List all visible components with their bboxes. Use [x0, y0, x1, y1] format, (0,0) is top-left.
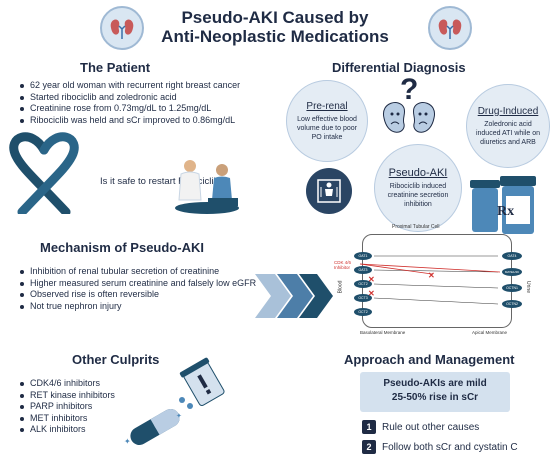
list-item: MET inhibitors: [20, 413, 180, 425]
patient-heading: The Patient: [80, 60, 151, 75]
kidney-logo-left: [100, 6, 144, 50]
transporter-oct2b: OCT2: [354, 308, 372, 316]
transporter-mate: MATE1/2K: [502, 268, 522, 276]
list-item: CDK4/6 inhibitors: [20, 378, 180, 390]
transporter-oat1: OAT1: [354, 252, 372, 260]
cell-label: Proximal Tubular Cell: [392, 224, 440, 230]
mild-aki-box: Pseudo-AKIs are mild 25-50% rise in sCr: [360, 372, 510, 412]
title-line-2: Anti-Neoplastic Medications: [161, 27, 389, 46]
capsule-pill-icon: ✦ ✦: [124, 409, 182, 446]
mild-aki-line1: Pseudo-AKIs are mild: [383, 378, 487, 389]
svg-text:✦: ✦: [176, 412, 182, 420]
step-1-text: Rule out other causes: [382, 421, 480, 433]
transport-arrows: ✕ ✕ ✕: [359, 255, 501, 305]
step-2-number: 2: [362, 440, 376, 454]
prerenal-title: Pre-renal: [306, 100, 348, 112]
transporter-diagram: Proximal Tubular Cell Blood Urine CDK 4/…: [332, 222, 544, 340]
chevron-arrows-icon: [255, 274, 333, 318]
step-1-number: 1: [362, 420, 376, 434]
step-2-text: Follow both sCr and cystatin C: [382, 441, 518, 453]
doctor-patient-illustration: [175, 160, 239, 214]
list-item: Creatinine rose from 0.73mg/dL to 1.25mg…: [20, 103, 270, 115]
step-2: 2 Follow both sCr and cystatin C: [362, 440, 518, 454]
list-item: PARP inhibitors: [20, 401, 180, 413]
transporter-oct3: OCT3: [354, 294, 372, 302]
transporter-octn1: OCTN1: [502, 284, 522, 292]
title-line-1: Pseudo-AKI Caused by: [181, 8, 369, 27]
rx-symbol: Rx: [497, 204, 515, 219]
approach-heading: Approach and Management: [344, 352, 515, 367]
culprits-heading: Other Culprits: [72, 352, 160, 367]
mechanism-list: Inhibition of renal tubular secretion of…: [20, 266, 270, 312]
step-1: 1 Rule out other causes: [362, 420, 479, 434]
inhibitor-label: CDK 4/6 Inhibitor: [334, 260, 352, 270]
transporter-oct2: OCT2: [354, 280, 372, 288]
pseudo-aki-body: Ribociclib induced creatinine secretion …: [387, 183, 449, 208]
mechanism-heading: Mechanism of Pseudo-AKI: [40, 240, 204, 255]
drug-induced-body: Zoledronic acid induced ATI while on diu…: [475, 120, 541, 146]
list-item: Ribociclib was held and sCr improved to …: [20, 115, 270, 127]
transporter-oat4: OAT4: [502, 252, 522, 260]
list-item: Observed rise is often reversible: [20, 289, 270, 301]
drug-induced-title: Drug-Induced: [477, 105, 539, 117]
list-item: Higher measured serum creatinine and fal…: [20, 278, 270, 290]
mild-aki-line2: 25-50% rise in sCr: [391, 392, 479, 403]
page-title: Pseudo-AKI Caused by Anti-Neoplastic Med…: [150, 8, 400, 46]
list-item: ALK inhibitors: [20, 424, 180, 436]
pseudo-aki-title: Pseudo-AKI: [388, 167, 448, 179]
patient-question: Is it safe to restart Ribociclib?: [100, 176, 225, 187]
kidneys-sad-icon: [383, 102, 435, 133]
list-item: 62 year old woman with recurrent right b…: [20, 80, 270, 92]
svg-text:✕: ✕: [368, 275, 375, 284]
basolateral-label: Basolateral Membrane: [360, 330, 406, 335]
list-item: Started ribociclib and zoledronic acid: [20, 92, 270, 104]
transporter-oat3: OAT3: [354, 266, 372, 274]
patient-list: 62 year old woman with recurrent right b…: [20, 80, 270, 126]
kidney-icon: [438, 19, 462, 39]
awareness-ribbon-icon: [9, 132, 79, 214]
question-mark-icon: ?: [400, 73, 419, 106]
apical-label: Apical Membrane: [472, 330, 508, 335]
list-item: Not true nephron injury: [20, 301, 270, 313]
pseudo-aki-circle: Pseudo-AKI Ribociclib induced creatinine…: [374, 144, 462, 232]
svg-text:✦: ✦: [124, 437, 131, 446]
differential-heading: Differential Diagnosis: [332, 60, 466, 75]
list-item: Inhibition of renal tubular secretion of…: [20, 266, 270, 278]
culprits-list: CDK4/6 inhibitors RET kinase inhibitors …: [20, 378, 180, 436]
svg-text:✕: ✕: [428, 271, 435, 280]
pill-bottles-icon: [470, 176, 536, 234]
prerenal-body: Low effective blood volume due to poor P…: [297, 115, 357, 141]
list-item: RET kinase inhibitors: [20, 390, 180, 402]
transporter-octn2: OCTN2: [502, 300, 522, 308]
kidney-icon: [110, 19, 134, 39]
drug-induced-circle: Drug-Induced Zoledronic acid induced ATI…: [466, 84, 550, 168]
kidney-logo-right: [428, 6, 472, 50]
body-weight-badge: [306, 168, 352, 214]
person-arrows-icon: [317, 179, 341, 203]
svg-text:✕: ✕: [368, 289, 375, 298]
spilled-pill-bottle-icon: [179, 357, 225, 409]
prerenal-circle: Pre-renal Low effective blood volume due…: [286, 80, 368, 162]
